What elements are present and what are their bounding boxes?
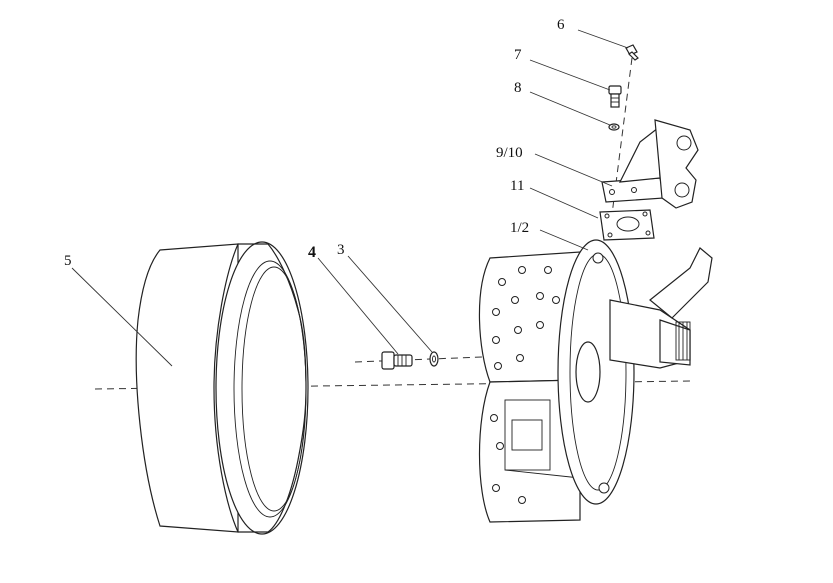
label-part-4: 4 [308,244,316,261]
mounting-bracket [601,119,699,209]
leader-1-2 [539,229,589,251]
label-part-1-2: 1/2 [510,220,529,236]
leader-7 [529,59,611,91]
label-part-7: 7 [514,47,522,63]
bolt [381,351,413,370]
bracket-axis-line [609,57,633,231]
small-screw [625,44,639,61]
label-part-11: 11 [510,178,524,194]
label-part-6: 6 [557,17,565,33]
label-part-3: 3 [337,242,345,258]
small-washer [608,123,620,131]
leader-3 [347,255,433,353]
leader-9-10 [534,153,613,187]
leader-8 [529,91,611,126]
brake-drum [135,241,309,535]
leader-11 [529,187,599,219]
brake-shoe-assembly [478,251,581,523]
brake-spider [557,239,713,505]
washer [429,351,439,367]
gasket-plate [599,209,655,241]
leader-4 [317,257,399,355]
label-part-8: 8 [514,80,522,96]
leader-5 [71,267,173,367]
bracket-bolt [608,85,622,108]
label-part-5: 5 [64,253,72,269]
leader-6 [577,29,629,49]
label-part-9-10: 9/10 [496,145,523,161]
